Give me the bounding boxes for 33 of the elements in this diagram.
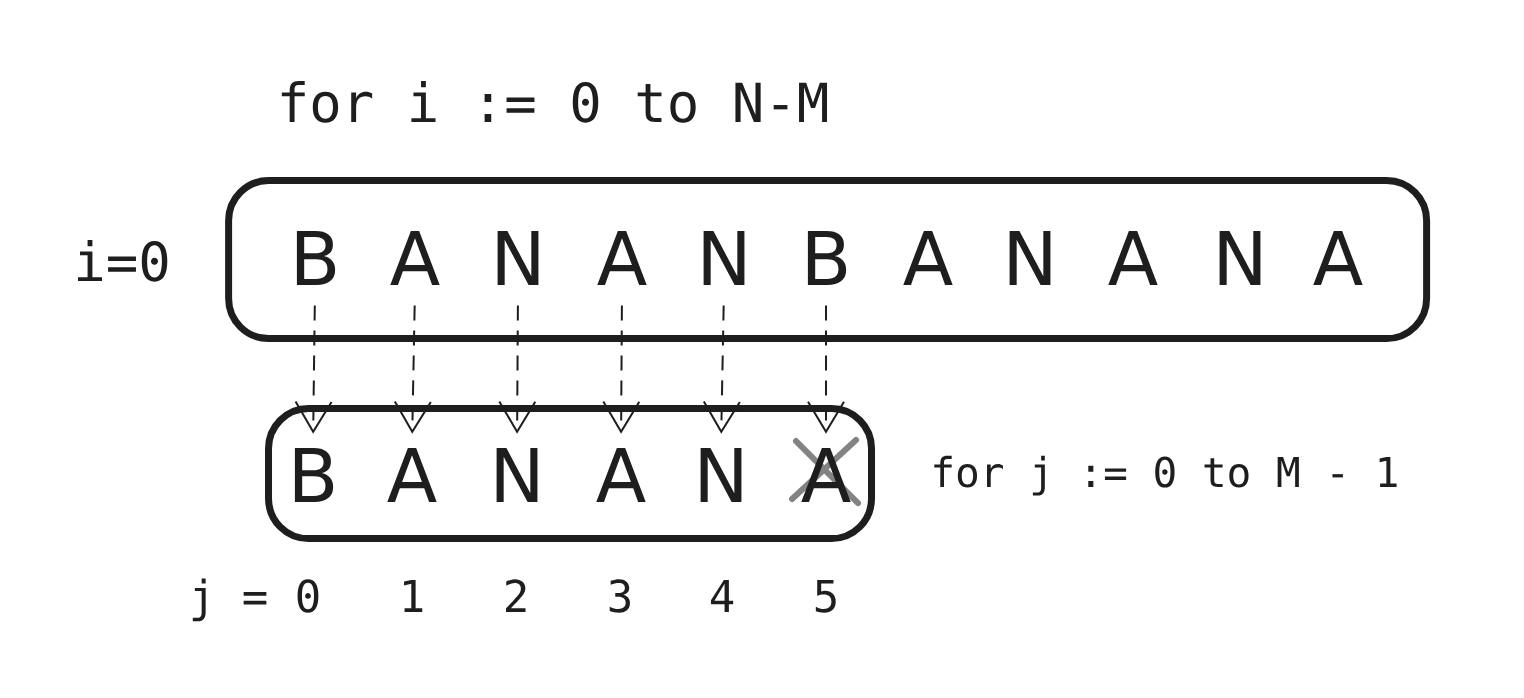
index-label: 5 <box>815 579 836 613</box>
letter: N <box>1009 231 1051 285</box>
letter: A <box>903 231 953 285</box>
letter: A <box>390 231 440 285</box>
rounded-box <box>265 405 875 543</box>
letter: A <box>596 448 646 502</box>
letter: N <box>1219 231 1261 285</box>
rounded-box <box>225 177 1431 343</box>
letter: A <box>1108 231 1158 285</box>
letter: N <box>497 231 539 285</box>
dashed-arrow <box>807 304 845 434</box>
index-label: 3 <box>609 579 630 613</box>
index-label: j = 0 <box>192 578 319 622</box>
letter: B <box>294 448 334 502</box>
index-label: 4 <box>710 579 734 612</box>
letter: A <box>387 448 437 502</box>
dashed-arrow <box>294 304 333 434</box>
letter: N <box>496 448 538 502</box>
letter: N <box>700 448 742 502</box>
letter: B <box>296 231 336 285</box>
dashed-arrow <box>602 304 641 434</box>
dashed-arrow <box>393 304 432 434</box>
letter: A <box>597 231 647 285</box>
letter: A <box>1313 231 1363 285</box>
dashed-arrow <box>498 304 537 434</box>
loop-label: for j := 0 to M - 1 <box>934 455 1397 496</box>
heading: for i := 0 to N-M <box>281 81 827 123</box>
index-label: 2 <box>506 579 526 612</box>
loop-label: i=0 <box>77 240 168 282</box>
letter: N <box>703 231 745 285</box>
index-label: 1 <box>404 579 423 612</box>
dashed-arrow <box>702 304 741 434</box>
letter: B <box>807 231 847 285</box>
